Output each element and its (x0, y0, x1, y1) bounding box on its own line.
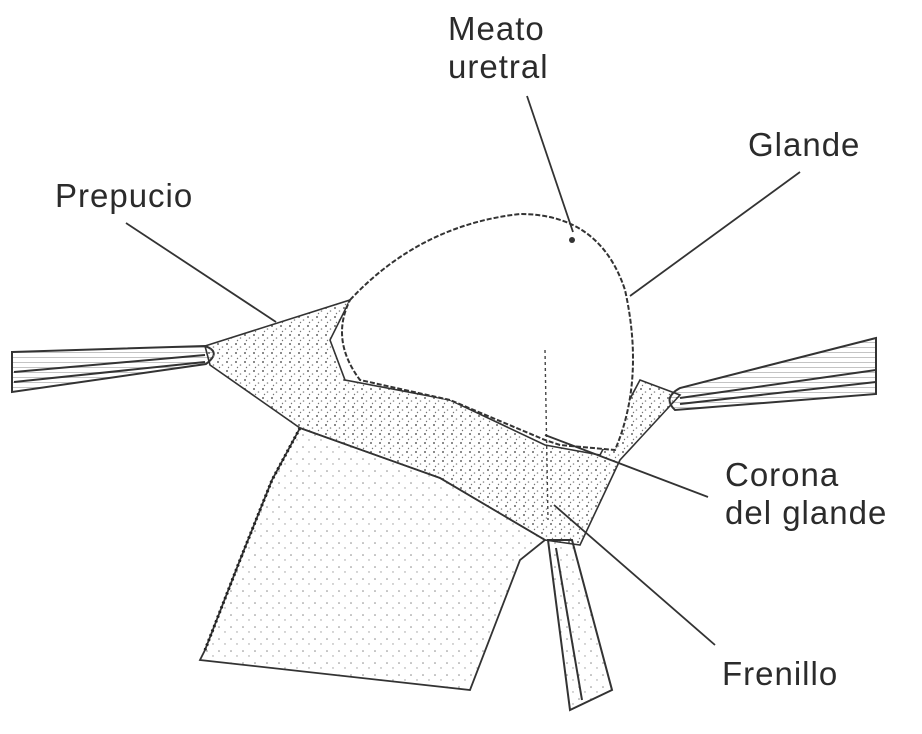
leader-glande (630, 172, 800, 296)
label-corona-line2: del glande (725, 494, 887, 532)
left-forceps (12, 346, 214, 392)
label-prepucio: Prepucio (55, 177, 193, 215)
label-meato-line1: Meato (448, 10, 549, 48)
label-meato-uretral: Meato uretral (448, 10, 549, 86)
leader-prepucio (126, 223, 276, 322)
label-meato-line2: uretral (448, 48, 549, 86)
label-glande: Glande (748, 126, 860, 164)
lower-forceps (548, 540, 612, 710)
label-corona-line1: Corona (725, 456, 887, 494)
right-forceps (670, 338, 876, 410)
label-corona-del-glande: Corona del glande (725, 456, 887, 532)
label-frenillo: Frenillo (722, 655, 838, 693)
leader-meato (527, 96, 573, 232)
